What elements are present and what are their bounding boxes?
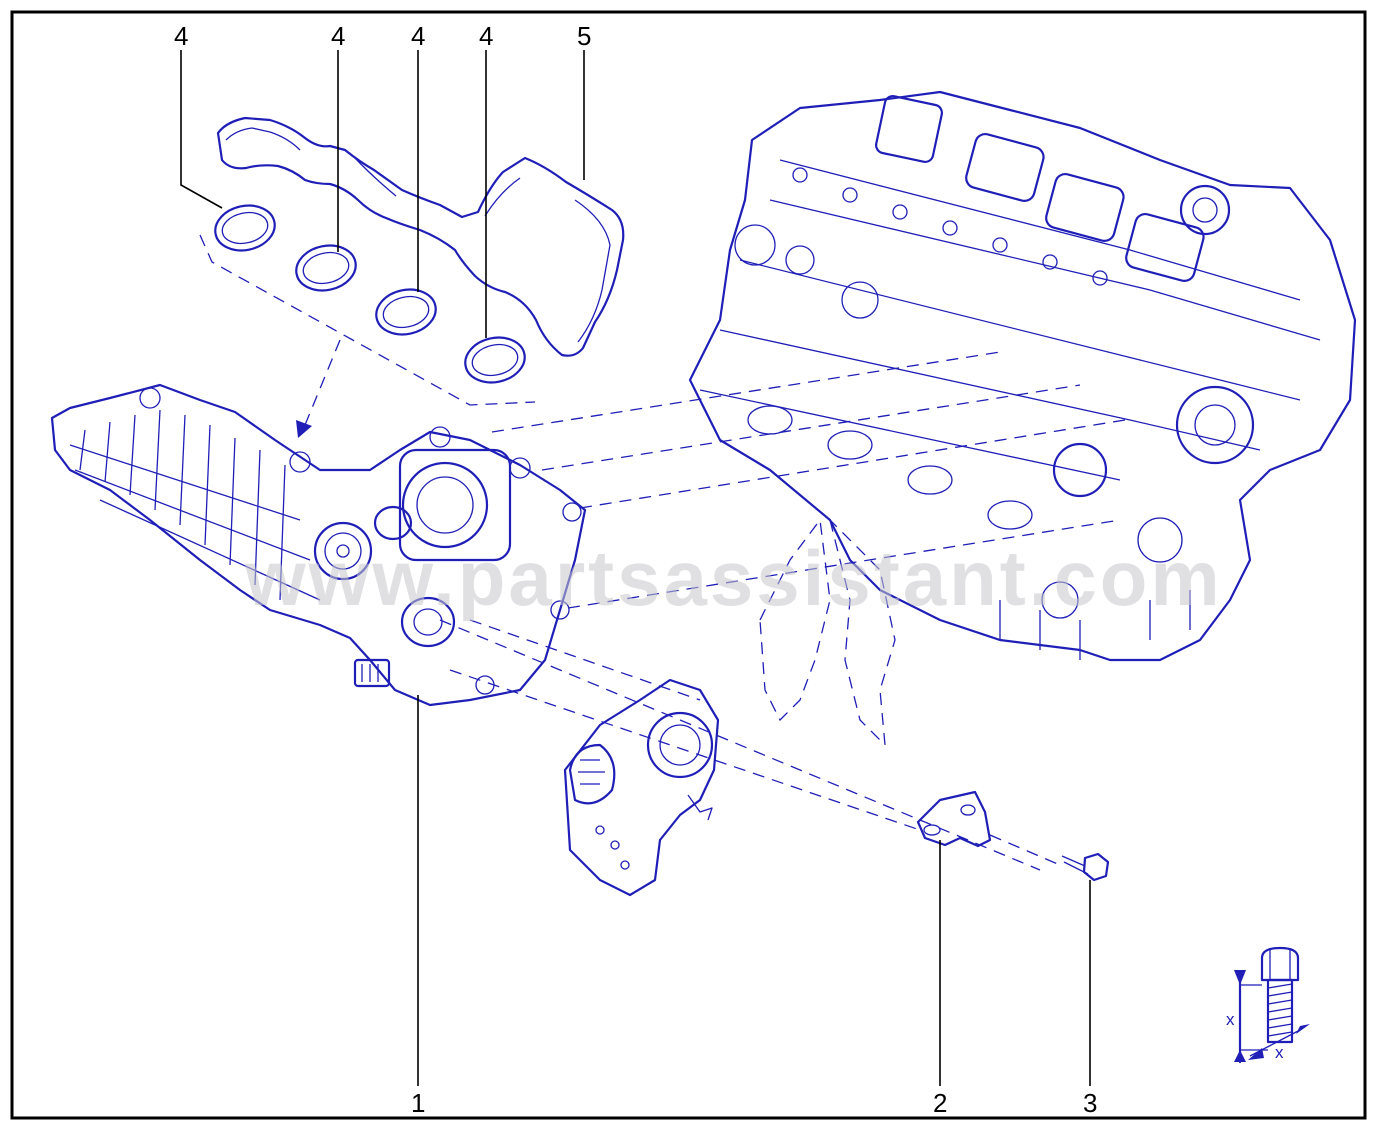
intake-manifold-1 bbox=[50, 383, 587, 707]
bolt-3 bbox=[1061, 852, 1110, 882]
gasket-arrow-line bbox=[304, 339, 341, 426]
callout-gasket-ring-b: 4 bbox=[331, 21, 345, 51]
leader-lines bbox=[180, 50, 1091, 1086]
timing-cover-outline bbox=[828, 517, 896, 747]
throttle-body bbox=[563, 678, 720, 897]
gasket-rings-4 bbox=[214, 204, 526, 384]
callout-labels: 4 4 4 4 5 1 2 3 bbox=[174, 21, 1097, 1118]
watermark-text: www.partsassistant.com bbox=[244, 534, 1223, 622]
engine-block bbox=[688, 90, 1357, 662]
callout-gasket-ring-d: 4 bbox=[479, 21, 493, 51]
callout-manifold-gasket: 5 bbox=[577, 21, 591, 51]
alignment-lines bbox=[439, 351, 1126, 871]
gasket-arrow-head bbox=[296, 420, 312, 438]
callout-intake-manifold: 1 bbox=[411, 1088, 425, 1118]
callout-gasket-ring-c: 4 bbox=[411, 21, 425, 51]
bolt-dimension-symbol: x x bbox=[1226, 946, 1310, 1064]
callout-bolt: 3 bbox=[1083, 1088, 1097, 1118]
bracket-2 bbox=[916, 790, 992, 848]
bolt-dimension-diameter: x bbox=[1275, 1043, 1284, 1062]
lower-cover-outline bbox=[759, 518, 831, 722]
callout-gasket-ring-a: 4 bbox=[174, 21, 188, 51]
bolt-dimension-length: x bbox=[1226, 1010, 1235, 1029]
diagram-frame bbox=[10, 10, 1367, 1120]
callout-bracket: 2 bbox=[933, 1088, 947, 1118]
gasket-group-bracket bbox=[199, 234, 536, 406]
manifold-gasket-5 bbox=[216, 116, 625, 357]
